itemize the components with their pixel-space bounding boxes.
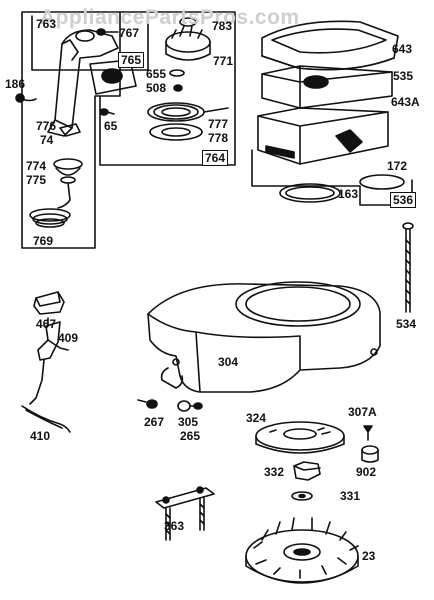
rotating-screen (255, 421, 345, 454)
label-65: 65 (104, 119, 118, 133)
bolt-534 (402, 222, 414, 313)
label-324: 324 (246, 411, 267, 425)
label-643a: 643A (391, 95, 420, 109)
starter-rope (29, 208, 71, 228)
label-775: 775 (26, 173, 47, 187)
label-643: 643 (392, 42, 413, 56)
label-765: 765 (118, 52, 145, 68)
starter-bracket (47, 29, 137, 137)
label-267: 267 (144, 415, 165, 429)
gasket-163-inner (285, 186, 335, 200)
control-knob (33, 291, 65, 315)
label-776: 776 (36, 119, 57, 133)
air-filter-element (261, 65, 393, 109)
air-cleaner-base (257, 107, 389, 165)
label-778: 778 (208, 131, 229, 145)
label-304: 304 (218, 355, 239, 369)
label-783: 783 (212, 19, 233, 33)
label-771: 771 (213, 54, 234, 68)
label-902: 902 (356, 465, 377, 479)
recoil-spring (147, 102, 229, 141)
washer-331-inner (298, 493, 306, 499)
label-331: 331 (340, 489, 361, 503)
label-655: 655 (146, 67, 167, 81)
label-332: 332 (264, 465, 285, 479)
label-307a: 307A (348, 405, 377, 419)
gasket-172 (359, 174, 405, 190)
throttle-lever (29, 317, 69, 405)
label-767: 767 (119, 26, 140, 40)
label-777: 777 (208, 117, 229, 131)
label-774: 774 (26, 159, 47, 173)
starter-subgroup-outline (99, 11, 236, 166)
screw-65 (99, 108, 115, 116)
label-172: 172 (387, 159, 408, 173)
label-265: 265 (180, 429, 201, 443)
link-410b (25, 409, 63, 429)
starter-pulley-part (165, 17, 211, 61)
screw-767 (96, 28, 119, 36)
label-23: 23 (362, 549, 376, 563)
clip-186 (15, 93, 37, 103)
screw-307a (363, 425, 373, 441)
label-536: 536 (390, 192, 417, 208)
blower-housing (147, 281, 381, 393)
label-508: 508 (146, 81, 167, 95)
flywheel (245, 517, 359, 584)
watermark: AppliancePartsPros.com (40, 6, 300, 29)
label-186: 186 (5, 77, 26, 91)
label-363: 363 (164, 519, 185, 533)
link-410 (21, 405, 71, 433)
washer-331 (291, 491, 313, 501)
pawl-776 (59, 123, 81, 137)
washer-508 (173, 84, 183, 92)
gasket-163 (279, 183, 341, 203)
starter-handle (53, 158, 83, 209)
label-467: 467 (36, 317, 57, 331)
label-535: 535 (393, 69, 414, 83)
label-534: 534 (396, 317, 417, 331)
box-765-outline (31, 15, 149, 71)
label-163: 163 (338, 187, 359, 201)
washer-655 (169, 69, 185, 77)
nut-267 (137, 399, 158, 409)
cap-902 (361, 445, 379, 463)
label-409: 409 (58, 331, 79, 345)
label-769: 769 (33, 234, 54, 248)
bracket-363 (155, 486, 215, 541)
label-305: 305 (178, 415, 199, 429)
label-763: 763 (36, 17, 57, 31)
clip-305 (177, 400, 203, 412)
label-74: 74 (40, 133, 54, 147)
nut-332 (293, 461, 321, 481)
shroud-tab (160, 367, 184, 389)
label-764: 764 (202, 150, 229, 166)
label-410: 410 (30, 429, 51, 443)
